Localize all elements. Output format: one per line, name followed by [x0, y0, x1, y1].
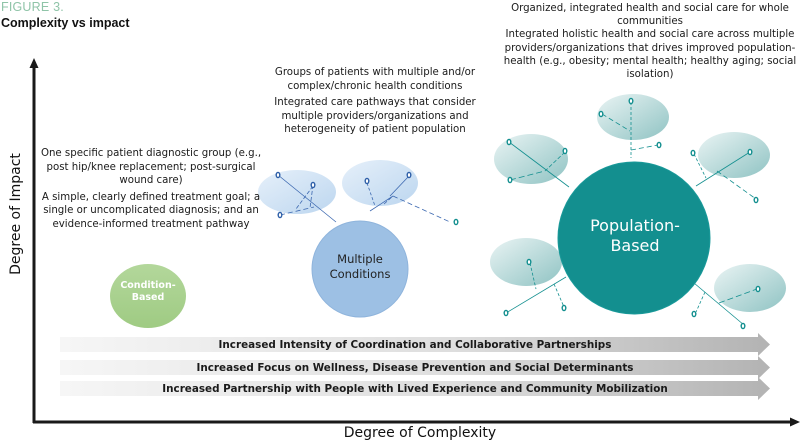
band-arrow — [60, 377, 770, 400]
marker-icon — [277, 211, 283, 219]
band-label-wellness: Increased Focus on Wellness, Disease Pre… — [196, 362, 634, 374]
marker-icon — [526, 258, 532, 266]
marker-icon — [691, 310, 697, 318]
figure-title: Complexity vs impact — [1, 16, 130, 30]
x-axis-label: Degree of Complexity — [343, 425, 497, 441]
condition-based-description: One specific patient diagnostic group (e… — [40, 147, 262, 232]
multiple-conditions-satellites — [258, 160, 459, 226]
marker-icon — [690, 149, 696, 157]
satellite-ellipse — [597, 94, 669, 140]
label-line: Multiple — [337, 252, 383, 266]
x-axis-arrowhead-icon — [790, 417, 800, 427]
label-line: Population- — [590, 216, 680, 235]
y-axis — [29, 58, 39, 423]
marker-icon — [506, 138, 512, 146]
marker-icon — [453, 218, 459, 226]
band-arrow — [60, 356, 770, 379]
band-arrow — [60, 333, 770, 356]
marker-icon — [753, 196, 759, 204]
marker-icon — [406, 171, 412, 179]
multiple-conditions-node — [311, 220, 409, 318]
population-based-label: Population- Based — [560, 216, 710, 256]
marker-icon — [740, 322, 746, 330]
description-line: Integrated holistic health and social ca… — [503, 29, 797, 81]
condition-based-label: Condition- Based — [110, 280, 186, 304]
marker-icon — [503, 309, 509, 317]
marker-icon — [561, 304, 567, 312]
multiple-conditions-description: Groups of patients with multiple and/or … — [252, 66, 498, 137]
satellite-ellipse — [714, 264, 786, 312]
band-label-partnership: Increased Partnership with People with L… — [162, 383, 668, 395]
y-axis-arrowhead-icon — [29, 58, 39, 68]
label-line: Based — [610, 236, 660, 255]
multiple-conditions-label: Multiple Conditions — [312, 252, 408, 282]
description-line: A simple, clearly defined treatment goal… — [41, 191, 261, 230]
x-axis — [33, 417, 800, 427]
y-axis-label: Degree of Impact — [8, 153, 24, 275]
condition-based-node — [110, 264, 186, 328]
marker-icon — [310, 181, 316, 189]
description-line: Organized, integrated health and social … — [511, 3, 789, 28]
marker-icon — [747, 148, 753, 156]
satellite-ellipse — [342, 160, 418, 206]
label-line: Based — [131, 292, 165, 303]
marker-icon — [507, 176, 513, 184]
marker-icon — [755, 285, 761, 293]
marker-icon — [598, 110, 604, 118]
population-based-description: Organized, integrated health and social … — [500, 2, 800, 81]
figure-label: FIGURE 3. — [1, 0, 64, 14]
marker-icon — [656, 141, 662, 149]
marker-icon — [364, 177, 370, 185]
satellite-ellipse — [490, 238, 562, 286]
population-based-satellites — [490, 94, 786, 330]
satellite-ellipse — [698, 132, 770, 178]
description-line: Groups of patients with multiple and/or … — [274, 67, 476, 92]
marker-icon — [562, 147, 568, 155]
description-line: Integrated care pathways that consider m… — [274, 97, 476, 136]
satellite-ellipse — [258, 170, 336, 214]
description-line: One specific patient diagnostic group (e… — [40, 148, 262, 187]
population-based-node — [557, 161, 711, 315]
label-line: Conditions — [329, 267, 391, 281]
label-line: Condition- — [120, 280, 176, 291]
band-label-coordination: Increased Intensity of Coordination and … — [218, 339, 612, 351]
marker-icon — [628, 97, 634, 105]
marker-icon — [275, 171, 281, 179]
